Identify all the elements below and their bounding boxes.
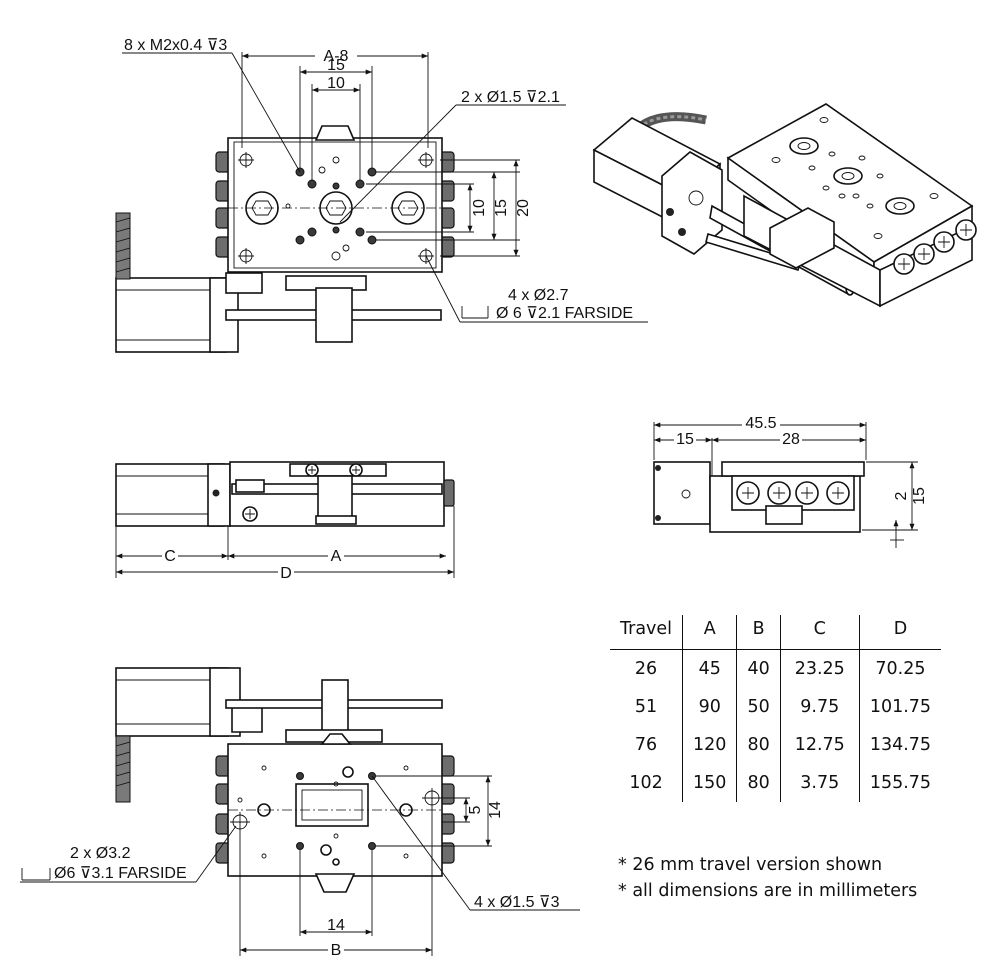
dim-5: 5 bbox=[467, 805, 484, 814]
table-row: 102 150 80 3.75 155.75 bbox=[610, 764, 942, 802]
dim-15-end-vert: 15 bbox=[911, 487, 928, 505]
dim-b: B bbox=[331, 942, 342, 959]
cell-c: 12.75 bbox=[779, 726, 860, 764]
top-view: A-8 15 10 10 15 20 8 x M2x0.4 ⊽3 2 x Ø1.… bbox=[115, 37, 648, 353]
tapped-holes bbox=[285, 156, 377, 261]
mount-callout-line2: Ø 6 ⊽2.1 FARSIDE bbox=[496, 305, 633, 322]
dim-28: 28 bbox=[782, 431, 800, 448]
bottom-hole-callout-right: 4 x Ø1.5 ⊽3 bbox=[474, 894, 560, 911]
mount-callout-line1: 4 x Ø2.7 bbox=[508, 287, 569, 304]
cell-a: 150 bbox=[682, 764, 737, 802]
side-view: C A D bbox=[115, 461, 455, 582]
cell-d: 155.75 bbox=[858, 764, 942, 802]
dim-2: 2 bbox=[893, 491, 910, 500]
header-c: C bbox=[779, 615, 860, 650]
header-a: A bbox=[682, 615, 737, 650]
cell-travel: 51 bbox=[634, 697, 658, 717]
cell-b: 40 bbox=[736, 649, 781, 688]
dim-10-vert: 10 bbox=[471, 199, 488, 217]
notes: * 26 mm travel version shown * all dimen… bbox=[618, 852, 917, 904]
isometric-view bbox=[592, 103, 977, 308]
cell-c: 23.25 bbox=[779, 649, 860, 688]
dim-c: C bbox=[164, 548, 176, 565]
cell-c: 3.75 bbox=[779, 764, 860, 802]
mount-holes bbox=[238, 152, 434, 264]
bottom-cable-coil bbox=[115, 735, 131, 803]
iso-end-screws bbox=[893, 219, 977, 275]
dim-15-end: 15 bbox=[676, 431, 694, 448]
dim-14-bottom: 14 bbox=[327, 917, 345, 934]
cell-d: 101.75 bbox=[858, 688, 942, 726]
end-view: 45.5 15 28 2 15 bbox=[653, 414, 928, 548]
dim-10-top: 10 bbox=[327, 75, 345, 92]
note-travel-version: * 26 mm travel version shown bbox=[618, 855, 883, 875]
bottom-hole-callout-line2: Ø6 ⊽3.1 FARSIDE bbox=[54, 865, 187, 882]
dim-20-vert: 20 bbox=[515, 199, 532, 217]
dim-a: A bbox=[331, 548, 342, 565]
table-header-row: Travel A B C D bbox=[610, 615, 942, 650]
dim-14-vert: 14 bbox=[487, 801, 504, 819]
cable-coil bbox=[115, 212, 131, 280]
dim-d: D bbox=[280, 565, 292, 582]
end-screws bbox=[736, 481, 850, 505]
note-units: * all dimensions are in millimeters bbox=[618, 881, 918, 901]
header-d: D bbox=[858, 615, 942, 650]
dim-15-top: 15 bbox=[327, 57, 345, 74]
cell-travel: 76 bbox=[634, 735, 658, 755]
cell-b: 80 bbox=[736, 764, 781, 802]
cell-a: 90 bbox=[682, 688, 737, 726]
iso-top-holes bbox=[771, 117, 939, 239]
cell-travel: 102 bbox=[629, 773, 663, 793]
table-row: 76 120 80 12.75 134.75 bbox=[610, 726, 942, 764]
bottom-view: 5 14 14 B 2 x Ø3.2 Ø6 ⊽3.1 FARSIDE 4 x Ø… bbox=[20, 667, 580, 959]
cell-a: 120 bbox=[682, 726, 737, 764]
table-row: 26 45 40 23.25 70.25 bbox=[610, 649, 942, 688]
cell-b: 50 bbox=[736, 688, 781, 726]
thread-callout: 8 x M2x0.4 ⊽3 bbox=[124, 37, 227, 54]
table-row: 51 90 50 9.75 101.75 bbox=[610, 688, 942, 726]
cell-travel: 26 bbox=[634, 659, 658, 679]
cell-b: 80 bbox=[736, 726, 781, 764]
header-b: B bbox=[736, 615, 781, 650]
header-travel: Travel bbox=[610, 615, 683, 650]
dim-15-vert: 15 bbox=[493, 199, 510, 217]
cell-a: 45 bbox=[682, 649, 737, 688]
cell-d: 134.75 bbox=[858, 726, 942, 764]
cell-d: 70.25 bbox=[858, 649, 942, 688]
hole-callout: 2 x Ø1.5 ⊽2.1 bbox=[461, 89, 560, 106]
cell-c: 9.75 bbox=[779, 688, 860, 726]
bottom-hole-callout-line1: 2 x Ø3.2 bbox=[70, 845, 131, 862]
dimension-table: Travel A B C D 26 45 40 23.25 70.25 51 9… bbox=[610, 615, 942, 802]
dim-a-minus-8: A-8 bbox=[324, 48, 349, 65]
dim-45-5: 45.5 bbox=[745, 415, 776, 432]
